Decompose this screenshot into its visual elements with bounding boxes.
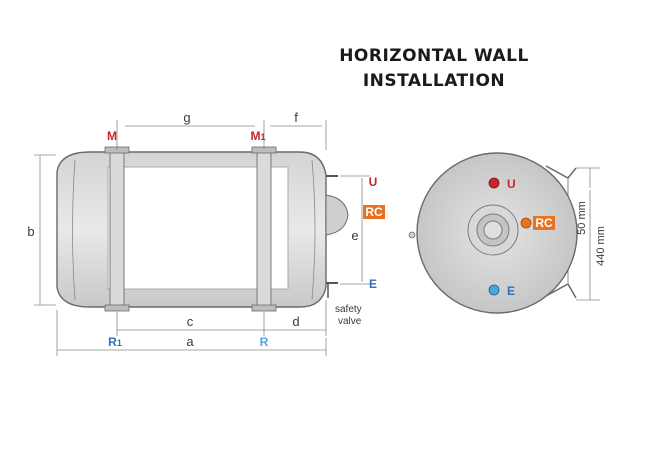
heating-element-dome <box>325 194 349 236</box>
side-RC-box <box>533 216 555 230</box>
side-view: U RC E 50 mm 440 mm <box>408 152 607 314</box>
dim-50mm: 50 mm <box>576 201 588 235</box>
label-valve: valve <box>338 316 362 327</box>
label-safety: safety <box>335 304 362 315</box>
label-e: e <box>351 228 358 243</box>
label-c: c <box>187 314 194 329</box>
label-RC-box <box>363 205 385 219</box>
mounting-strap-left <box>109 149 125 310</box>
title-line-2: INSTALLATION <box>363 71 505 91</box>
label-a: a <box>186 334 194 349</box>
label-R: R <box>260 335 269 349</box>
label-E: E <box>369 277 377 291</box>
label-f: f <box>294 110 298 125</box>
label-M: M <box>107 129 117 143</box>
port-E-dot <box>488 284 500 296</box>
label-U: U <box>369 175 378 189</box>
side-label-E: E <box>507 284 515 298</box>
port-U-dot <box>488 177 500 189</box>
label-b: b <box>27 224 34 239</box>
label-R1: R1 <box>108 335 122 349</box>
label-d: d <box>292 314 299 329</box>
side-label-U: U <box>507 177 516 191</box>
label-M1: M1 <box>250 129 265 143</box>
label-RC: RC <box>365 205 383 219</box>
label-g: g <box>183 110 190 125</box>
port-RC-dot <box>520 217 532 229</box>
front-view: M M1 g f U RC e E b c d safety valve R1 … <box>27 110 385 356</box>
dim-440mm: 440 mm <box>595 226 607 266</box>
side-label-RC: RC <box>535 216 553 230</box>
title-line-1: HORIZONTAL WALL <box>339 46 529 66</box>
mounting-strap-right <box>256 149 272 310</box>
